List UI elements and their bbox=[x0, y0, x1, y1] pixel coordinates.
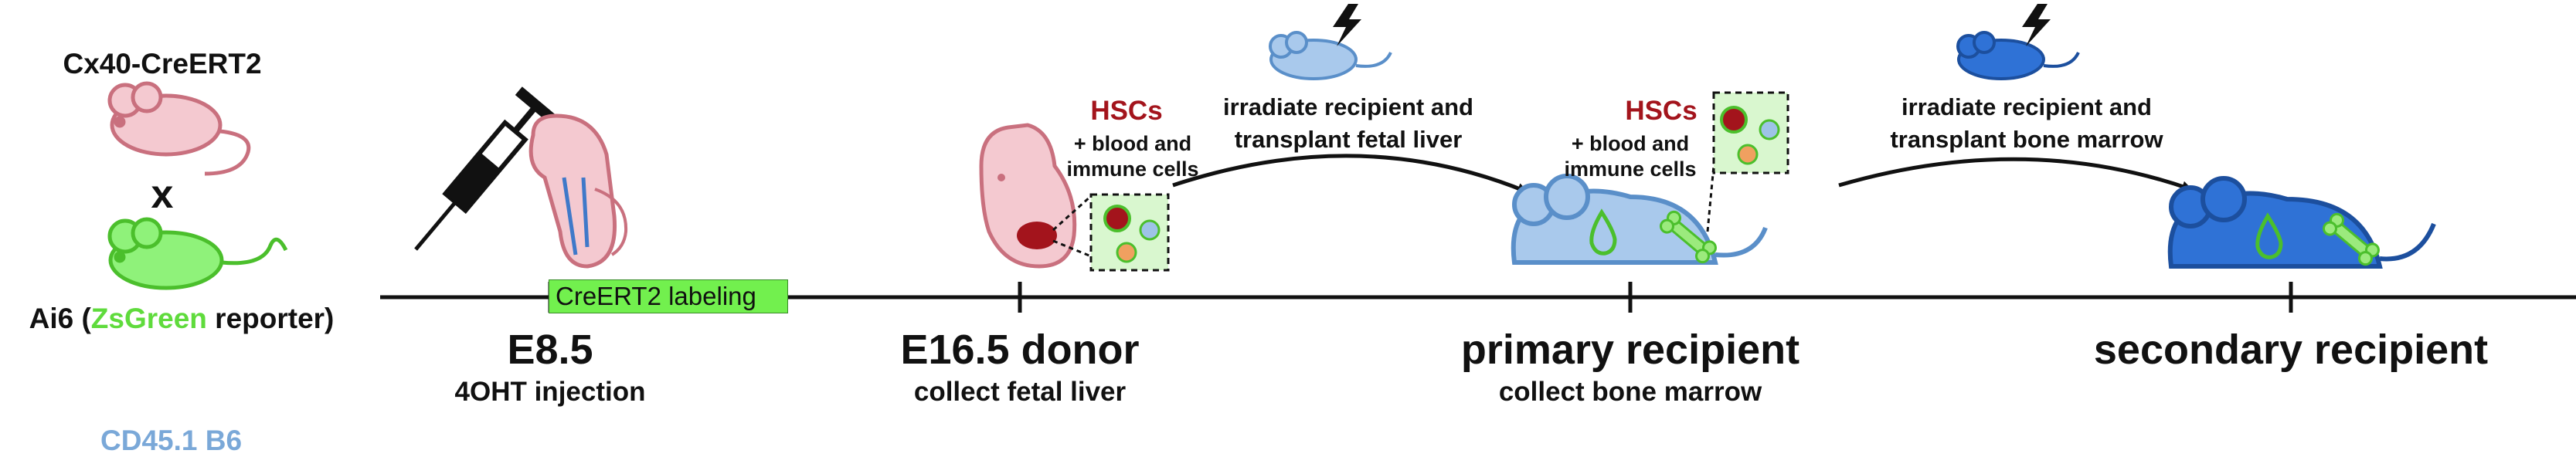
lightning-icon bbox=[1333, 4, 1361, 46]
arrow-caption-1-line1: irradiate recipient and bbox=[1223, 93, 1473, 120]
strain-ai6-label: Ai6 (ZsGreen reporter) bbox=[0, 303, 363, 335]
arrow-caption-2-line2: transplant bone marrow bbox=[1890, 126, 2163, 153]
hsc-callout-title: HSCs bbox=[1090, 96, 1163, 126]
light-blue-mouse-icon bbox=[1269, 31, 1392, 80]
cross-symbol: x bbox=[151, 172, 174, 217]
bone-icon bbox=[1660, 210, 1717, 264]
lightning-icon bbox=[2022, 4, 2051, 46]
strain-ai6-suffix: reporter) bbox=[206, 303, 335, 334]
arrow-caption-1-line2: transplant fetal liver bbox=[1234, 126, 1463, 153]
zsgreen-reporter-label: ZsGreen bbox=[90, 303, 207, 334]
blood-drop-icon bbox=[2255, 212, 2283, 259]
labeling-bar: CreERT2 labeling bbox=[549, 279, 788, 313]
stage-subtitle-primary: collect bone marrow bbox=[1498, 377, 1762, 407]
hsc-callout-title: HSCs bbox=[1625, 96, 1698, 126]
stage-title-primary: primary recipient bbox=[1460, 327, 1800, 373]
transplant-arrow-1 bbox=[1172, 154, 1528, 194]
dark-blue-mouse-icon bbox=[2167, 176, 2436, 269]
dark-blue-mouse-icon bbox=[1956, 31, 2080, 80]
hsc-callout-line2: immune cells bbox=[1564, 157, 1697, 181]
bone-icon bbox=[2323, 212, 2380, 266]
cells-inset-icon bbox=[1712, 91, 1789, 174]
arrow-caption-2-line1: irradiate recipient and bbox=[1901, 93, 2152, 120]
syringe-icon bbox=[414, 86, 558, 251]
fetus-icon bbox=[979, 123, 1077, 269]
diagram-stage: Cx40-CreERT2 x Ai6 (ZsGreen reporter) CD… bbox=[0, 4, 2576, 456]
cells-inset-icon bbox=[1089, 193, 1170, 272]
blood-drop-icon bbox=[1589, 208, 1617, 256]
stage-title-e165: E16.5 donor bbox=[900, 327, 1140, 373]
embryo-icon bbox=[528, 113, 628, 269]
cd45-strain-label: CD45.1 B6 bbox=[100, 425, 243, 456]
pink-mouse-icon bbox=[107, 81, 251, 176]
stage-subtitle-e85: 4OHT injection bbox=[454, 377, 646, 407]
stage-title-e85: E8.5 bbox=[507, 327, 593, 373]
transplant-arrow-2 bbox=[1838, 157, 2193, 191]
green-mouse-icon bbox=[107, 217, 288, 290]
stage-title-secondary: secondary recipient bbox=[2093, 327, 2489, 373]
strain-cx40-label: Cx40-CreERT2 bbox=[63, 48, 262, 80]
strain-ai6-prefix: Ai6 ( bbox=[29, 303, 91, 334]
diagram-graphics bbox=[107, 4, 2576, 313]
light-blue-mouse-icon bbox=[1511, 174, 1768, 265]
stage-subtitle-e165: collect fetal liver bbox=[913, 377, 1127, 407]
hsc-callout-line1: + blood and bbox=[1571, 132, 1690, 155]
hsc-callout-line1: + blood and bbox=[1073, 132, 1192, 155]
hsc-callout-line2: immune cells bbox=[1066, 157, 1199, 181]
